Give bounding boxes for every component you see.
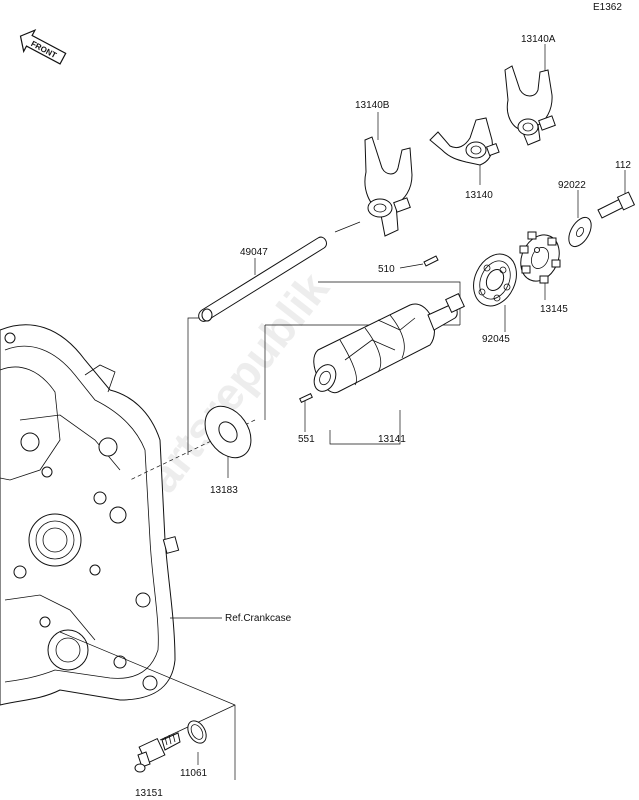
callout-13140a: 13140A <box>521 34 556 45</box>
shift-fork-13140a <box>504 65 556 146</box>
callout-13140b: 13140B <box>355 100 390 111</box>
shaft-49047 <box>198 236 327 322</box>
callout-13151: 13151 <box>135 788 163 799</box>
callout-11061: 11061 <box>180 768 208 779</box>
pin-510 <box>423 255 439 267</box>
diagram-code: E1362 <box>593 2 622 13</box>
shift-fork-13140 <box>429 117 500 166</box>
callout-92022: 92022 <box>558 180 586 191</box>
washer-92022 <box>568 216 592 248</box>
callout-551: 551 <box>298 434 315 445</box>
callout-92045: 92045 <box>482 334 510 345</box>
switch-13151 <box>134 732 181 773</box>
callout-49047: 49047 <box>240 247 268 258</box>
star-plate-13145 <box>519 231 561 284</box>
ref-crankcase-label: Ref.Crankcase <box>225 613 292 624</box>
shift-drum-13141 <box>313 293 465 394</box>
bearing-92045 <box>473 253 517 307</box>
callout-112: 112 <box>615 160 631 171</box>
callout-510: 510 <box>378 264 395 275</box>
callout-13145: 13145 <box>540 304 568 315</box>
shift-fork-13140b <box>364 136 413 237</box>
callout-13183: 13183 <box>210 485 238 496</box>
bolt-112 <box>597 191 636 219</box>
pin-551 <box>299 392 313 404</box>
front-arrow-icon: FRONT <box>19 29 67 65</box>
oring-11061 <box>187 720 207 744</box>
crankcase <box>0 324 180 706</box>
callout-13140: 13140 <box>465 190 493 201</box>
washer-13183 <box>204 405 252 459</box>
callout-13141: 13141 <box>378 434 406 445</box>
